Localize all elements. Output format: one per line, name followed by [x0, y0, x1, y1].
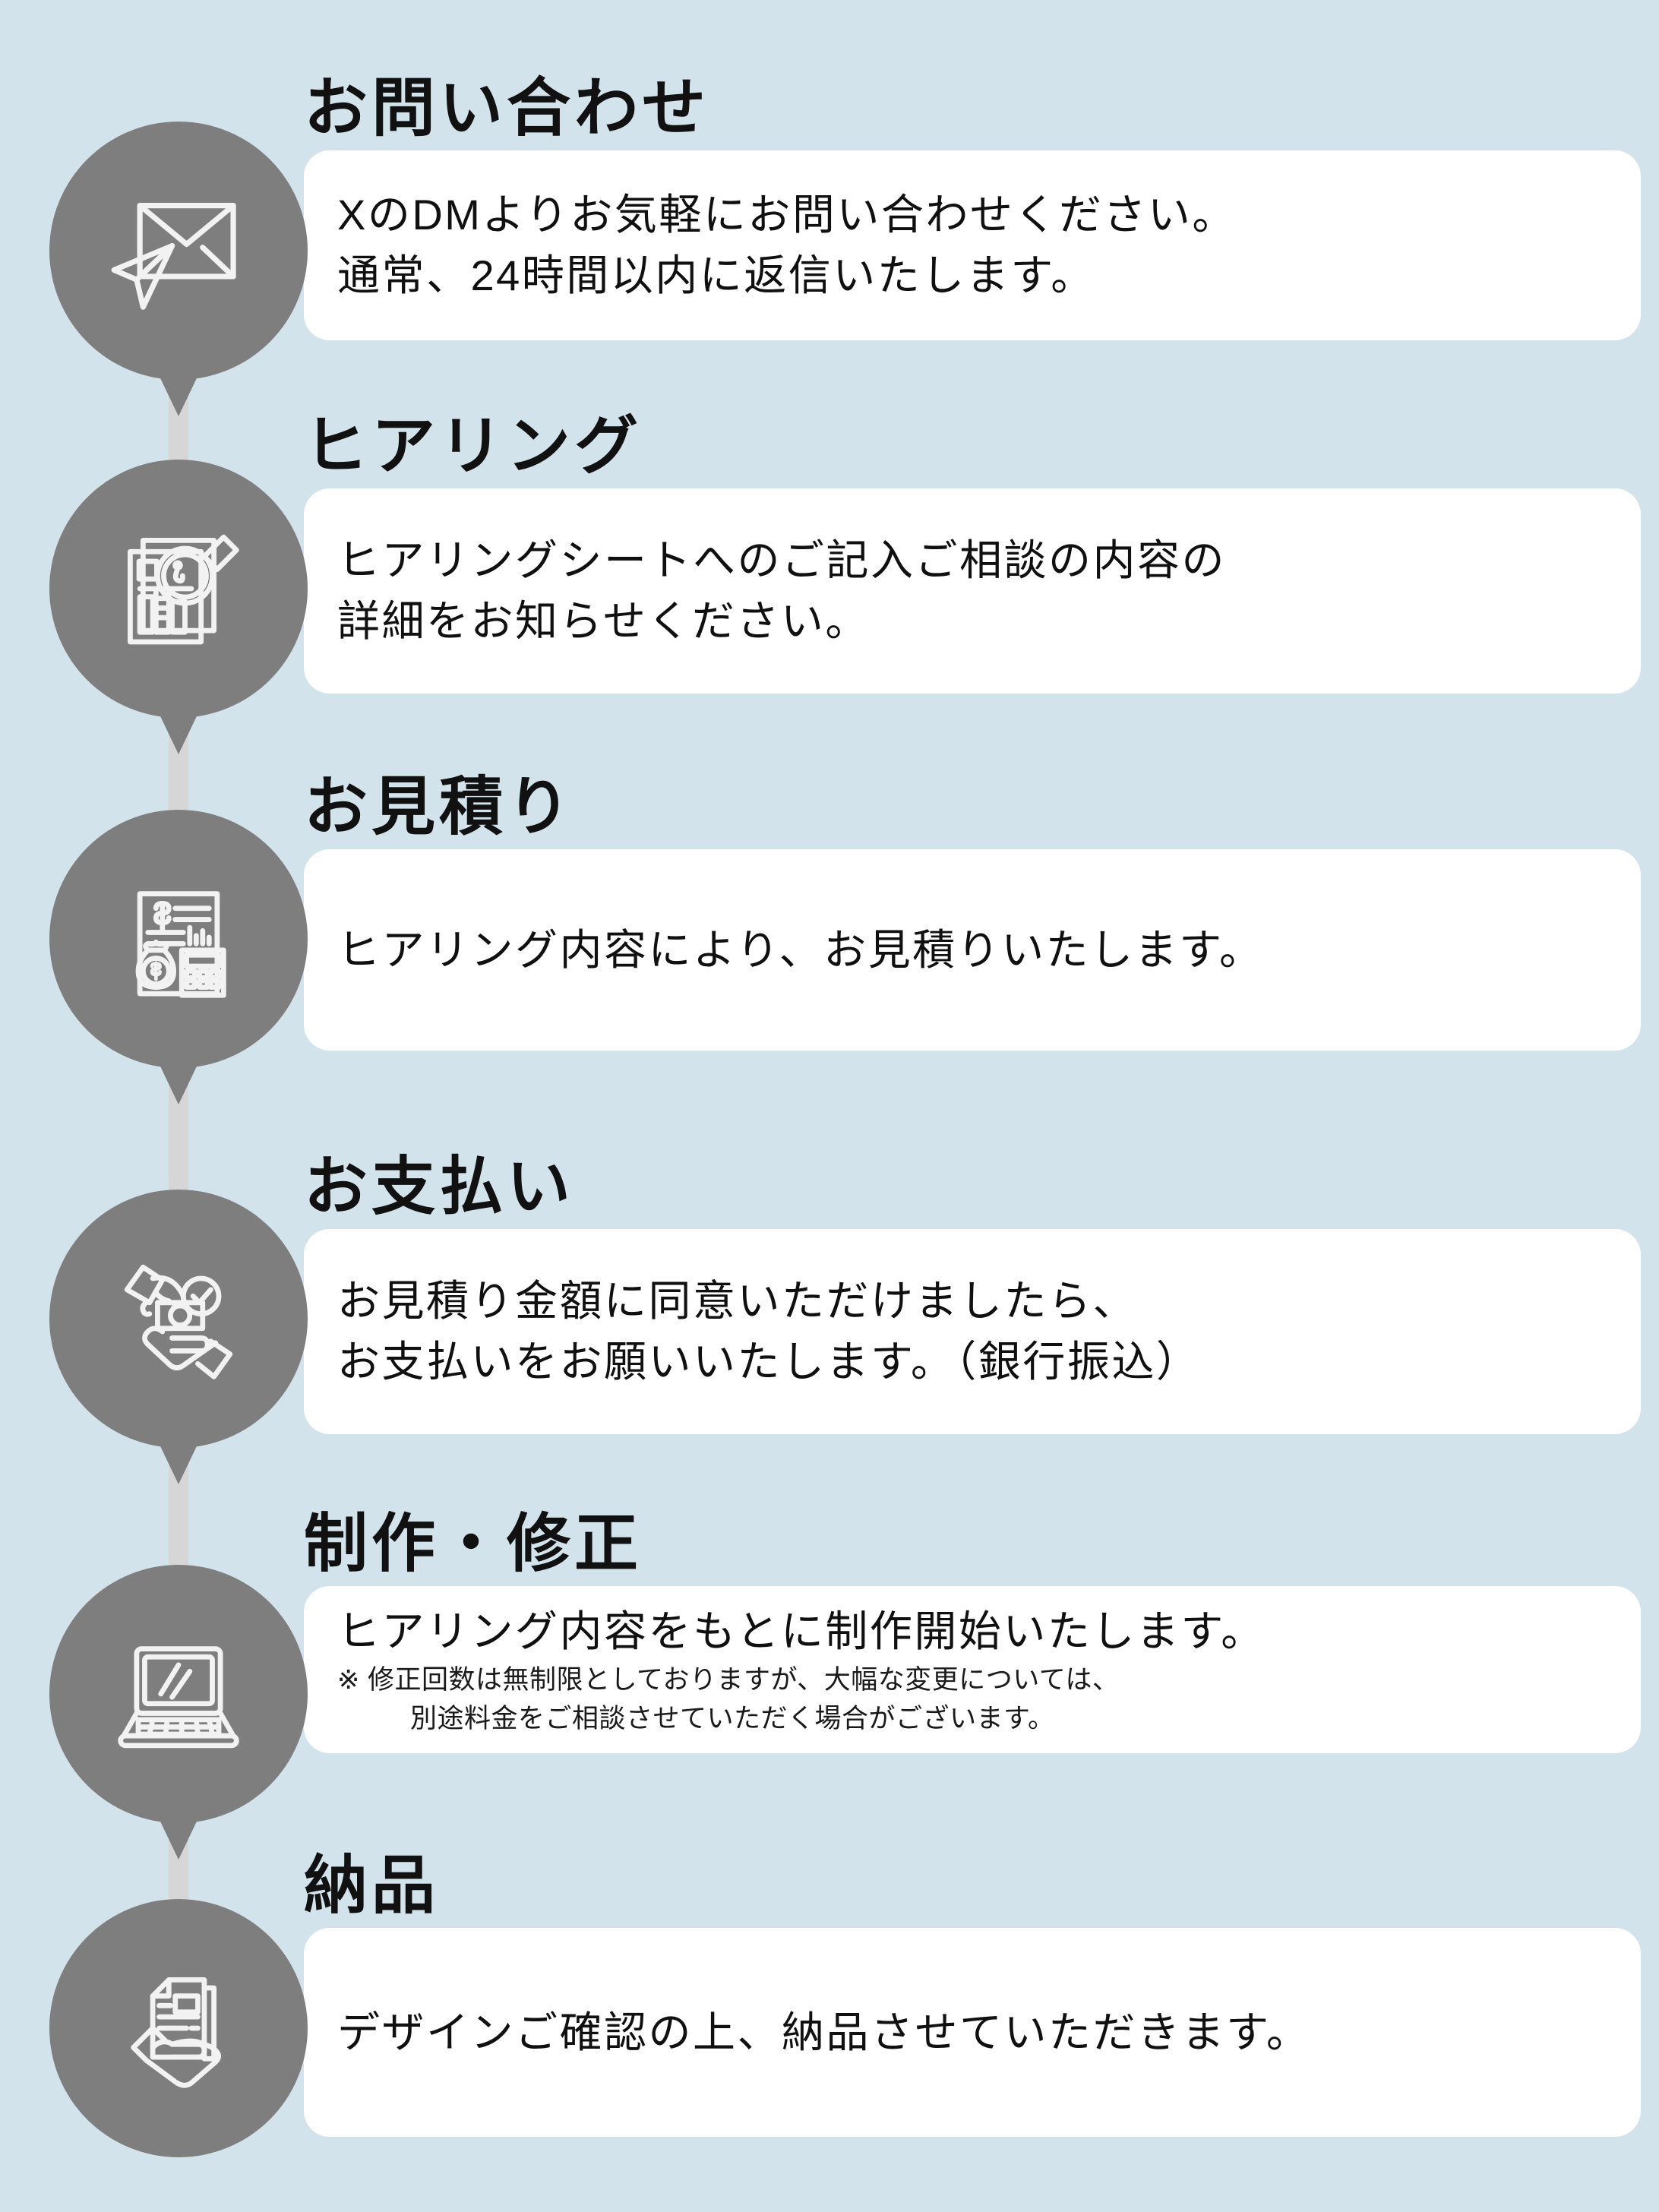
step-1-card: XのDMよりお気軽にお問い合わせください。 通常、24時間以内に返信いたします。: [304, 150, 1641, 340]
step-2-pin-tail: [145, 684, 212, 754]
step-5-line-1: ヒアリング内容をもとに制作開始いたします。: [337, 1607, 1266, 1655]
document-magnifier-icon: [98, 508, 259, 669]
hand-document-icon: [98, 1948, 259, 2109]
step-1-title: お問い合わせ: [304, 72, 710, 144]
step-1-content: お問い合わせ XのDMよりお気軽にお問い合わせください。 通常、24時間以内に返…: [304, 76, 1641, 340]
step-2-pin: [49, 460, 308, 760]
step-5-note-2: 別途料金をご相談させていただく場合がございます。: [410, 1703, 1055, 1733]
step-2-card: ヒアリングシートへのご記入ご相談の内容の 詳細をお知らせください。: [304, 488, 1641, 694]
step-1-pin-tail: [145, 346, 212, 416]
step-4-pin-disc: [49, 1190, 308, 1448]
step-2-title: ヒアリング: [304, 410, 643, 482]
step-4-pin-tail: [145, 1414, 212, 1484]
envelope-paper-plane-icon: [98, 170, 259, 331]
step-5-pin-tail: [145, 1790, 212, 1860]
step-3-pin-disc: [49, 810, 308, 1068]
step-6-card: デザインご確認の上、納品させていただきます。: [304, 1928, 1641, 2137]
step-4-pin: [49, 1190, 308, 1490]
step-6-pin: [49, 1899, 308, 2199]
step-2-line-1: ヒアリングシートへのご記入ご相談の内容の: [337, 536, 1226, 585]
step-5-content: 制作・修正 ヒアリング内容をもとに制作開始いたします。 ※ 修正回数は無制限とし…: [304, 1512, 1641, 1753]
step-2-content: ヒアリング ヒアリングシートへのご記入ご相談の内容の 詳細をお知らせください。: [304, 414, 1641, 694]
step-4-content: お支払い お見積り金額に同意いただけましたら、 お支払いをお願いいたします。（銀…: [304, 1155, 1641, 1434]
step-6-line-1: デザインご確認の上、納品させていただきます。: [337, 2008, 1311, 2056]
step-4-title: お支払い: [304, 1151, 575, 1222]
step-3-line-1: ヒアリング内容により、お見積りいたします。: [337, 925, 1264, 974]
step-1-pin: [49, 122, 308, 422]
step-5-note-1: ※ 修正回数は無制限としておりますが、大幅な変更については、: [337, 1665, 1120, 1695]
step-3-content: お見積り ヒアリング内容により、お見積りいたします。: [304, 775, 1641, 1051]
step-4-card: お見積り金額に同意いただけましたら、 お支払いをお願いいたします。（銀行振込）: [304, 1229, 1641, 1434]
step-3-title: お見積り: [304, 771, 575, 842]
step-4-line-2: お支払いをお願いいたします。（銀行振込）: [337, 1338, 1201, 1386]
step-1-line-1: XのDMよりお気軽にお問い合わせください。: [337, 191, 1237, 239]
step-5-pin-disc: [49, 1565, 308, 1823]
step-6-content: 納品 デザインご確認の上、納品させていただきます。: [304, 1853, 1641, 2137]
step-5-card: ヒアリング内容をもとに制作開始いたします。 ※ 修正回数は無制限としておりますが…: [304, 1586, 1641, 1753]
step-3-card: ヒアリング内容により、お見積りいたします。: [304, 849, 1641, 1051]
step-3-pin-tail: [145, 1035, 212, 1104]
step-4-line-1: お見積り金額に同意いただけましたら、: [337, 1277, 1137, 1326]
step-1-line-2: 通常、24時間以内に返信いたします。: [337, 251, 1095, 299]
hand-money-check-icon: [98, 1238, 259, 1399]
laptop-icon: [98, 1613, 259, 1774]
invoice-money-calculator-icon: [98, 858, 259, 1019]
step-1-pin-disc: [49, 122, 308, 380]
step-5-pin: [49, 1565, 308, 1865]
step-6-title: 納品: [304, 1850, 440, 1921]
step-2-line-2: 詳細をお知らせください。: [337, 597, 870, 645]
step-3-pin: [49, 810, 308, 1110]
step-5-title: 制作・修正: [304, 1508, 643, 1579]
